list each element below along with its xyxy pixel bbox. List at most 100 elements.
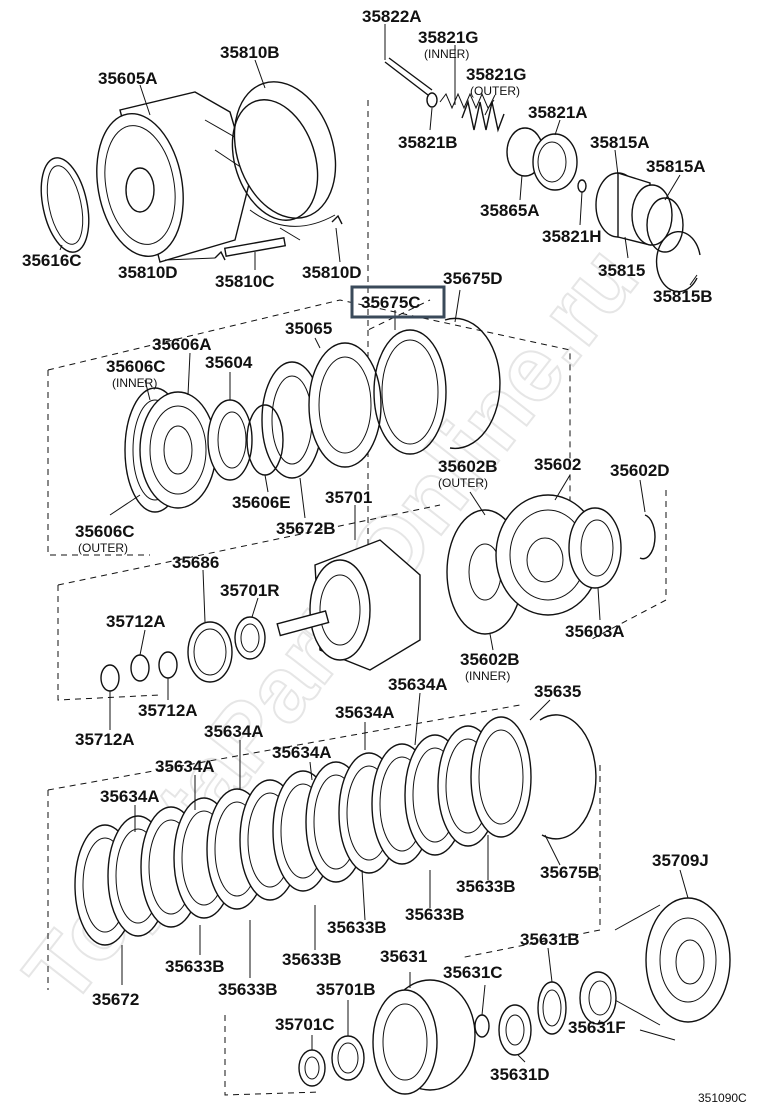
sublabel-35821G-outer: (OUTER) bbox=[470, 84, 520, 98]
label-35633B-5[interactable]: 35633B bbox=[282, 950, 342, 969]
clutch-disc bbox=[470, 716, 532, 838]
label-35712A-3[interactable]: 35712A bbox=[75, 730, 135, 749]
label-35701[interactable]: 35701 bbox=[325, 488, 372, 507]
label-35634A-4[interactable]: 35634A bbox=[272, 743, 332, 762]
label-35633B-3[interactable]: 35633B bbox=[405, 905, 465, 924]
label-35815[interactable]: 35815 bbox=[598, 261, 645, 280]
label-35631D[interactable]: 35631D bbox=[490, 1065, 550, 1084]
part-35603A-shape bbox=[568, 507, 622, 589]
part-35712A-shapes bbox=[100, 651, 178, 692]
clutch-disc-stack bbox=[74, 716, 532, 946]
label-35672B[interactable]: 35672B bbox=[276, 519, 336, 538]
label-35672[interactable]: 35672 bbox=[92, 990, 139, 1009]
label-35606C-outer[interactable]: 35606C bbox=[75, 522, 135, 541]
part-35675C-shape bbox=[373, 329, 447, 455]
part-35604-shape bbox=[207, 399, 253, 481]
part-35635-shape bbox=[539, 714, 597, 840]
part-35815-shape bbox=[595, 172, 673, 246]
label-35815A-2[interactable]: 35815A bbox=[646, 157, 706, 176]
part-35675D-shape bbox=[444, 317, 501, 450]
label-35865A[interactable]: 35865A bbox=[480, 201, 540, 220]
part-35815A-shapes bbox=[646, 197, 684, 253]
part-35815B-shape bbox=[655, 230, 701, 293]
label-35815A-1[interactable]: 35815A bbox=[590, 133, 650, 152]
label-35815B[interactable]: 35815B bbox=[653, 287, 713, 306]
label-35635[interactable]: 35635 bbox=[534, 682, 581, 701]
sublabel-35606C-outer: (OUTER) bbox=[78, 541, 128, 555]
label-35810B[interactable]: 35810B bbox=[220, 43, 280, 62]
label-35065[interactable]: 35065 bbox=[285, 319, 332, 338]
highlight-box-35675C bbox=[350, 285, 446, 319]
label-35634A-1[interactable]: 35634A bbox=[388, 675, 448, 694]
label-35675B[interactable]: 35675B bbox=[540, 863, 600, 882]
sublabel-35602B-outer: (OUTER) bbox=[438, 476, 488, 490]
sublabel-35602B-inner: (INNER) bbox=[465, 669, 510, 683]
label-35631B[interactable]: 35631B bbox=[520, 930, 580, 949]
label-35701C[interactable]: 35701C bbox=[275, 1015, 335, 1034]
label-35821A[interactable]: 35821A bbox=[528, 103, 588, 122]
part-35821G-springs bbox=[439, 92, 505, 133]
label-35810C[interactable]: 35810C bbox=[215, 272, 275, 291]
label-35605A[interactable]: 35605A bbox=[98, 69, 158, 88]
label-35701B[interactable]: 35701B bbox=[316, 980, 376, 999]
label-35821B[interactable]: 35821B bbox=[398, 133, 458, 152]
label-35634A-6[interactable]: 35634A bbox=[100, 787, 160, 806]
label-35633B-6[interactable]: 35633B bbox=[218, 980, 278, 999]
label-35712A-2[interactable]: 35712A bbox=[138, 701, 198, 720]
label-35631F[interactable]: 35631F bbox=[568, 1018, 626, 1037]
part-35810D-shapes bbox=[214, 214, 343, 261]
part-35631B-shape bbox=[537, 981, 567, 1035]
label-35631C[interactable]: 35631C bbox=[443, 963, 503, 982]
part-35631F-shape bbox=[579, 971, 617, 1025]
label-35602[interactable]: 35602 bbox=[534, 455, 581, 474]
part-35065-shape bbox=[308, 342, 382, 468]
part-35631C-shape bbox=[474, 1014, 490, 1038]
label-35606C-inner[interactable]: 35606C bbox=[106, 357, 166, 376]
part-35701B-shape bbox=[331, 1035, 365, 1081]
label-35675C[interactable]: 35675C bbox=[361, 293, 421, 312]
label-35616C[interactable]: 35616C bbox=[22, 251, 82, 270]
part-labels: 35822A 35821G (INNER) 35821G (OUTER) 358… bbox=[22, 7, 713, 1084]
label-35631[interactable]: 35631 bbox=[380, 947, 427, 966]
label-35675D[interactable]: 35675D bbox=[443, 269, 503, 288]
label-35634A-5[interactable]: 35634A bbox=[155, 757, 215, 776]
part-35822A-shape bbox=[384, 57, 433, 96]
part-35606A-shape bbox=[139, 391, 217, 509]
label-35821G-inner[interactable]: 35821G bbox=[418, 28, 479, 47]
part-35686-shape bbox=[187, 621, 233, 683]
label-35633B-4[interactable]: 35633B bbox=[165, 957, 225, 976]
label-35633B-1[interactable]: 35633B bbox=[456, 877, 516, 896]
figure-code: 351090C bbox=[698, 1091, 747, 1105]
part-35631D-shape bbox=[498, 1004, 532, 1056]
sublabel-35821G-inner: (INNER) bbox=[424, 47, 469, 61]
part-35605A-shape bbox=[96, 91, 251, 263]
label-35712A-1[interactable]: 35712A bbox=[106, 612, 166, 631]
label-35701R[interactable]: 35701R bbox=[220, 581, 280, 600]
label-35602B-inner[interactable]: 35602B bbox=[460, 650, 520, 669]
label-35606E[interactable]: 35606E bbox=[232, 493, 291, 512]
label-35821G-outer[interactable]: 35821G bbox=[466, 65, 527, 84]
part-35631-shape bbox=[372, 979, 476, 1095]
label-35602D[interactable]: 35602D bbox=[610, 461, 670, 480]
label-35810D-1[interactable]: 35810D bbox=[118, 263, 178, 282]
label-35603A[interactable]: 35603A bbox=[565, 622, 625, 641]
label-35686[interactable]: 35686 bbox=[172, 553, 219, 572]
part-35701C-shape bbox=[298, 1049, 326, 1087]
sublabel-35606C-inner: (INNER) bbox=[112, 376, 157, 390]
label-35634A-2[interactable]: 35634A bbox=[335, 703, 395, 722]
part-35709J-shape bbox=[614, 897, 731, 1041]
label-35634A-3[interactable]: 35634A bbox=[204, 722, 264, 741]
clutch-disc-inner bbox=[478, 729, 524, 825]
leader-lines bbox=[59, 24, 698, 1063]
part-35602D-shape bbox=[639, 514, 656, 560]
label-35821H[interactable]: 35821H bbox=[542, 227, 602, 246]
label-35633B-2[interactable]: 35633B bbox=[327, 918, 387, 937]
label-35602B-outer[interactable]: 35602B bbox=[438, 457, 498, 476]
label-35822A[interactable]: 35822A bbox=[362, 7, 422, 26]
label-35709J[interactable]: 35709J bbox=[652, 851, 709, 870]
label-35606A[interactable]: 35606A bbox=[152, 335, 212, 354]
label-35604[interactable]: 35604 bbox=[205, 353, 253, 372]
part-35821B-shape bbox=[426, 92, 438, 108]
label-35810D-2[interactable]: 35810D bbox=[302, 263, 362, 282]
